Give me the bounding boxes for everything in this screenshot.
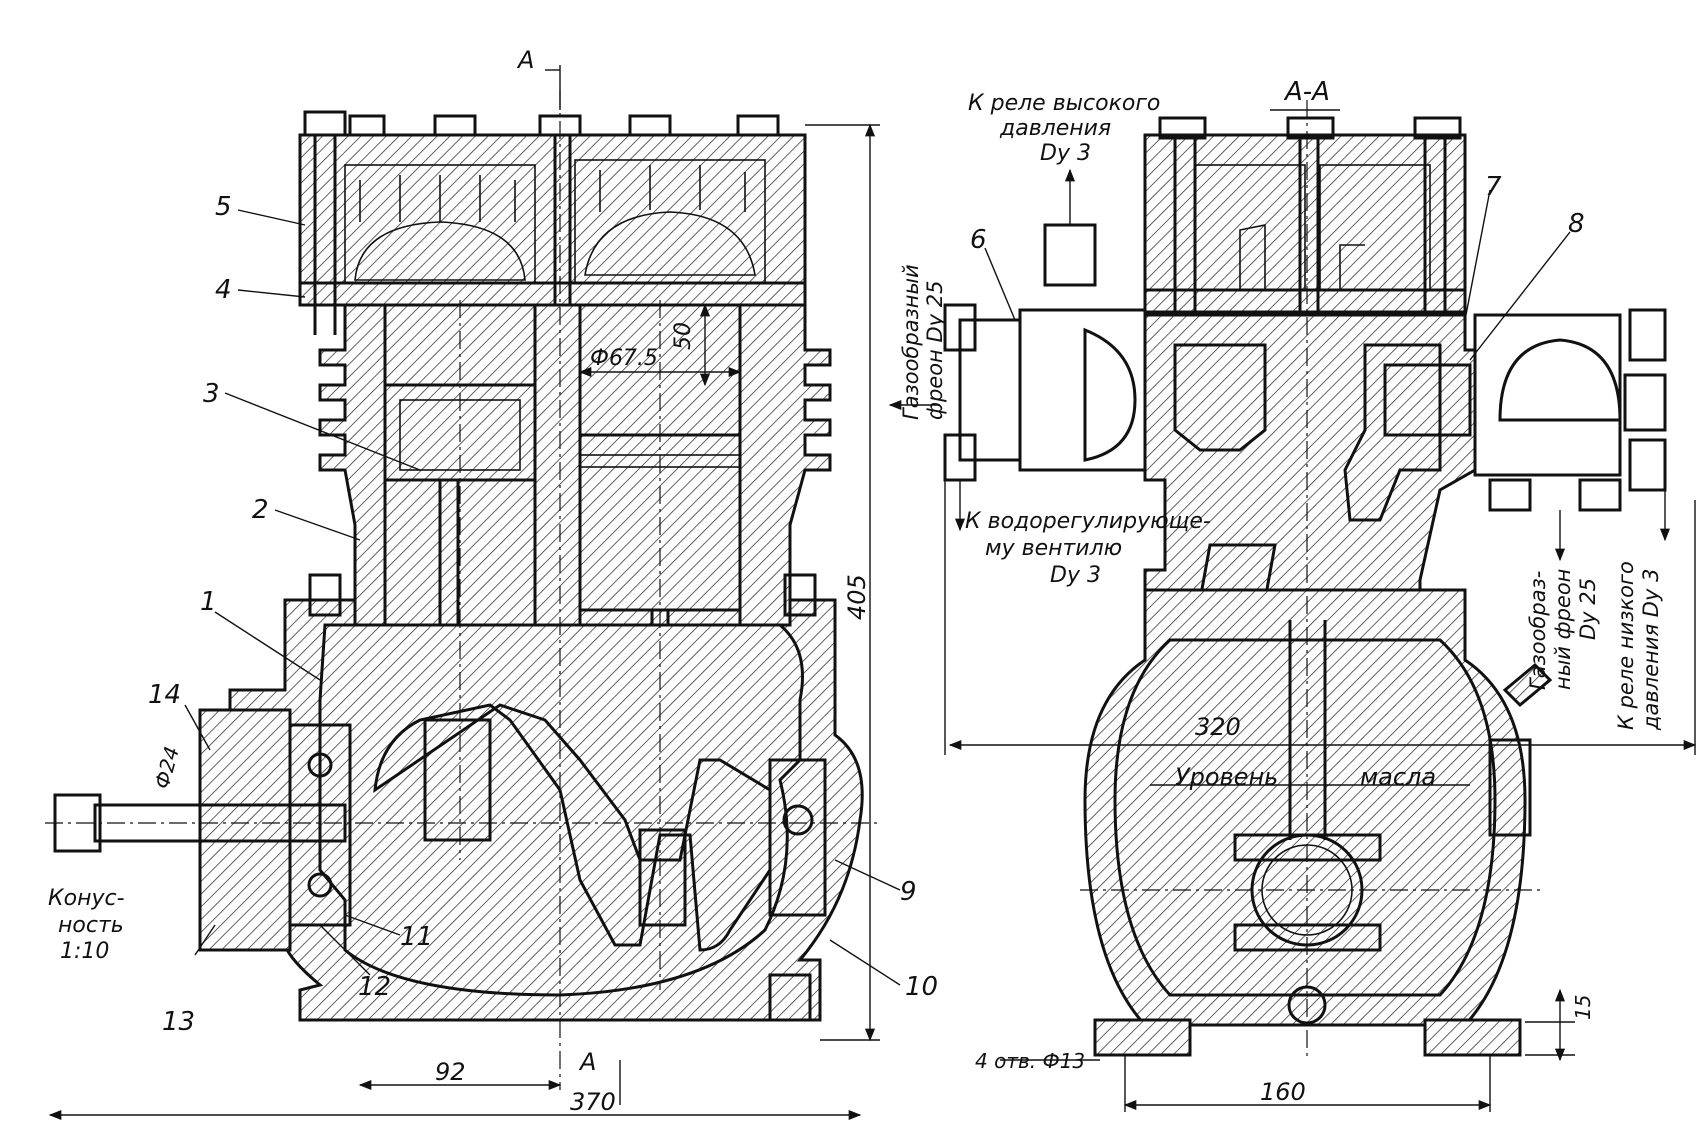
dim-width-total: 370: [570, 1088, 616, 1116]
section-mark-top: А: [516, 46, 534, 74]
cross-section-view: А-А 6 7 8 К реле высокого давления Dy 3 …: [888, 77, 1697, 1112]
water-valve-note: К водорегулирующе- му вентилю Dy 3: [965, 509, 1211, 588]
gas-freon-left-note: Газообразный фреон Dy 25: [899, 264, 947, 420]
crankshaft: [373, 703, 772, 952]
base-bolt-left: [308, 573, 342, 617]
conrod-section: [1288, 620, 1327, 840]
label-part-14: 14: [148, 680, 181, 710]
label-part-3: 3: [203, 379, 220, 409]
label-part-5: 5: [215, 192, 232, 222]
dimension-lines-left: [48, 65, 880, 1121]
longitudinal-section-view: 5 4 3 2 1 14 13 12 11 9 10 Ф67.5 50 405 …: [45, 46, 938, 1121]
shaft: [93, 803, 347, 843]
label-part-4: 4: [215, 275, 232, 305]
svg-text:давления Dy 3: давления Dy 3: [1639, 569, 1663, 731]
crankcase-cavity: [318, 623, 804, 997]
svg-text:Dy 3: Dy 3: [1050, 563, 1101, 588]
svg-text:К реле низкого: К реле низкого: [1614, 561, 1638, 730]
body-section: [1143, 313, 1477, 622]
right-valve-fingers: [599, 165, 746, 212]
label-part-13: 13: [162, 1007, 195, 1037]
svg-text:му вентилю: му вентилю: [985, 536, 1122, 561]
label-part-9: 9: [900, 877, 917, 907]
body-passage: [1343, 343, 1442, 522]
rear-bearing: [768, 758, 827, 917]
head-bolts: [1173, 135, 1447, 330]
base-bolt-right: [783, 573, 817, 617]
label-part-12: 12: [358, 972, 391, 1002]
crankpin: [423, 718, 492, 842]
dim-side-width: 320: [1195, 713, 1241, 741]
right-valve-dome: [584, 211, 756, 276]
svg-text:Уровень: Уровень: [1175, 763, 1278, 791]
case-fitting: [1502, 662, 1553, 708]
left-valve-dome: [354, 221, 526, 281]
section-mark-bottom: А: [578, 1048, 596, 1076]
hp-relay-fitting: [1043, 223, 1097, 287]
svg-text:ность: ность: [58, 913, 124, 938]
label-part-8: 8: [1568, 209, 1585, 239]
svg-text:1:10: 1:10: [60, 939, 109, 964]
section-title: А-А: [1283, 77, 1330, 107]
label-part-2: 2: [252, 495, 269, 525]
dimension-lines-right: [944, 109, 1697, 1112]
front-cover: [198, 708, 292, 952]
svg-text:Dy 25: Dy 25: [1576, 578, 1600, 640]
label-part-11: 11: [400, 922, 433, 952]
label-part-10: 10: [905, 972, 938, 1002]
svg-text:Газообраз-: Газообраз-: [1526, 571, 1550, 690]
crankcase-section: [1083, 588, 1527, 1027]
lp-relay-note: К реле низкого давления Dy 3: [1614, 561, 1663, 731]
oil-level-note: Уровень масла: [1175, 763, 1436, 791]
valve-plate-section: [1143, 288, 1467, 314]
svg-text:давления: давления: [999, 116, 1111, 141]
svg-text:Dy 3: Dy 3: [1040, 141, 1091, 166]
dim-stroke: 50: [671, 322, 696, 350]
leader-lines-right: [984, 189, 1571, 361]
label-part-7: 7: [1485, 172, 1502, 202]
filter: [1383, 363, 1472, 437]
left-foot: [1093, 1018, 1192, 1057]
dim-height: 405: [843, 574, 871, 620]
svg-text:К водорегулирующе-: К водорегулирующе-: [965, 509, 1211, 534]
left-service-valve: [1018, 308, 1147, 472]
valve-plate: [298, 281, 807, 307]
cover-bolts: [303, 110, 780, 335]
svg-text:фреон Dy 25: фреон Dy 25: [923, 281, 947, 420]
dim-mount-holes: 4 отв. Ф13: [975, 1049, 1085, 1073]
right-service-valve: [1473, 313, 1622, 477]
dim-shaft-dia: Ф24: [150, 744, 184, 791]
left-valve-fingers: [359, 175, 516, 222]
svg-text:К реле высокого: К реле высокого: [968, 91, 1160, 116]
dim-bore: Ф67.5: [590, 346, 658, 371]
right-foot: [1423, 1018, 1522, 1057]
svg-text:Газообразный: Газообразный: [899, 264, 923, 420]
svg-text:Конус-: Конус-: [48, 886, 125, 911]
svg-text:масла: масла: [1360, 763, 1436, 791]
hp-relay-note: К реле высокого давления Dy 3: [968, 91, 1160, 166]
label-part-1: 1: [200, 587, 217, 617]
dim-base-width: 160: [1260, 1078, 1306, 1106]
leader-lines: [184, 209, 901, 986]
gas-freon-right-note: Газообраз- ный фреон Dy 25: [1526, 569, 1600, 690]
label-part-6: 6: [970, 225, 987, 255]
crank-journal: [638, 828, 687, 927]
dim-base-height: 15: [1571, 995, 1595, 1020]
foot-bolt: [768, 973, 812, 1022]
dim-crank-offset: 92: [435, 1058, 466, 1086]
body-bore: [1173, 343, 1267, 452]
svg-text:ный фреон: ный фреон: [1551, 569, 1575, 690]
taper-note: Конус- ность 1:10: [48, 886, 125, 964]
